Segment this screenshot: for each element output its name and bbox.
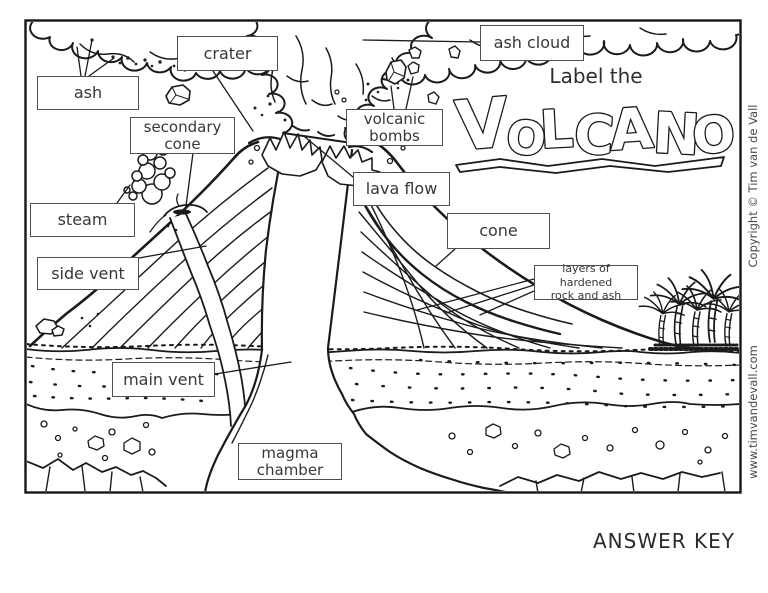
- svg-text:L: L: [539, 99, 575, 161]
- volcano-logo: V O L C A N O: [451, 82, 738, 169]
- label-cone: cone: [447, 213, 550, 249]
- copyright-vertical-text: Copyright © Tim van de Vall: [746, 104, 760, 268]
- diagram-border: [24, 19, 742, 494]
- palm-trees: [638, 269, 739, 351]
- label-magma-chamber: magma chamber: [238, 443, 342, 480]
- svg-text:C: C: [572, 102, 616, 168]
- side-vent-channel: [169, 213, 247, 427]
- answer-key-text: ANSWER KEY: [593, 529, 735, 553]
- label-layers: layers of hardened rock and ash: [534, 262, 638, 302]
- label-main-vent: main vent: [112, 362, 215, 397]
- label-side-vent: side vent: [37, 257, 139, 290]
- label-secondary-cone: secondary cone: [130, 117, 235, 154]
- website-vertical-text: www.timvandevall.com: [746, 345, 760, 479]
- label-lava-flow: lava flow: [353, 172, 450, 206]
- label-volcanic-bombs: volcanic bombs: [346, 109, 443, 146]
- leader-lines: [76, 39, 535, 375]
- page-pretitle: Label the: [549, 64, 643, 88]
- logo-underline: [455, 156, 725, 174]
- label-ash-cloud: ash cloud: [480, 25, 584, 61]
- volcanic-bomb-rocks: [165, 45, 461, 106]
- svg-text:O: O: [690, 104, 737, 165]
- label-ash: ash: [37, 76, 139, 110]
- svg-text:N: N: [651, 101, 701, 168]
- ground-layers: [27, 343, 739, 491]
- svg-text:V: V: [453, 84, 513, 167]
- svg-text:O: O: [504, 109, 549, 167]
- label-steam: steam: [30, 203, 135, 237]
- label-crater: crater: [177, 36, 278, 71]
- svg-text:A: A: [607, 96, 655, 164]
